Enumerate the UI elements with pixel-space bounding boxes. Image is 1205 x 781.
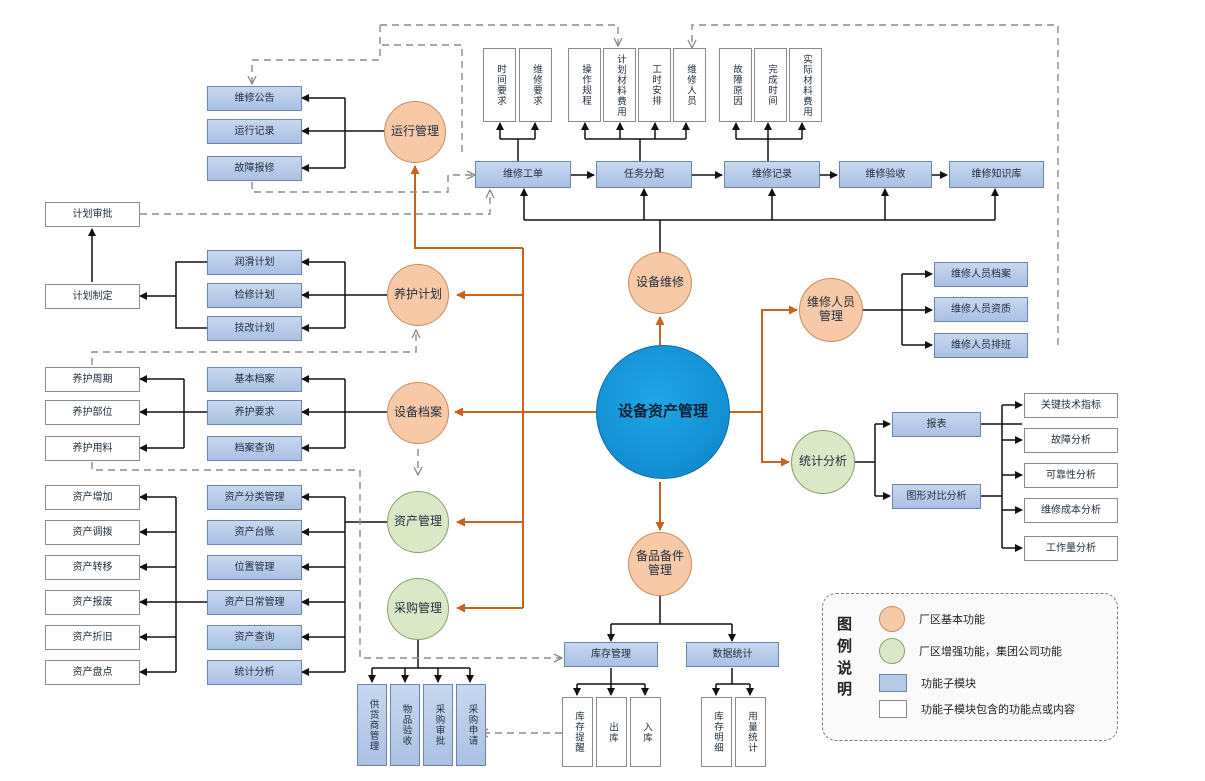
plan-item: 润滑计划 (207, 250, 302, 275)
legend-green-swatch (879, 638, 905, 664)
repair-flow-step: 维修验收 (839, 161, 932, 188)
archive-left-item: 养护周期 (45, 367, 140, 392)
asset-item: 资产日常管理 (207, 590, 302, 615)
module-repair-staff: 维修人员管理 (799, 278, 863, 342)
procurement-item: 物品验收 (390, 684, 420, 766)
module-statistics: 统计分析 (791, 430, 855, 494)
asset-item: 资产分类管理 (207, 485, 302, 510)
repair-flow-step: 维修知识库 (949, 161, 1044, 188)
operation-item: 故障报修 (207, 156, 302, 181)
module-equipment-archive: 设备档案 (387, 382, 449, 444)
repair-flow-step: 维修工单 (475, 161, 571, 188)
archive-item: 基本档案 (207, 367, 302, 392)
module-procurement: 采购管理 (387, 578, 449, 640)
staff-item: 维修人员资质 (934, 297, 1028, 322)
legend-label: 厂区基本功能 (919, 613, 985, 626)
asset-left-item: 资产增加 (45, 485, 140, 510)
plan-item: 检修计划 (207, 283, 302, 308)
assign-item: 工时安排 (638, 48, 671, 122)
legend-row: 厂区基本功能 (879, 606, 985, 632)
legend-label: 厂区增强功能，集团公司功能 (919, 645, 1062, 658)
staff-item: 维修人员档案 (934, 262, 1028, 287)
work-order-item: 时间要求 (483, 48, 516, 122)
legend-title: 图例说明 (837, 615, 853, 699)
repair-flow-step: 任务分配 (596, 161, 692, 188)
asset-item: 位置管理 (207, 555, 302, 580)
operation-item: 维修公告 (207, 86, 302, 111)
module-operation: 运行管理 (384, 101, 446, 163)
inventory-item: 库存提醒 (562, 697, 593, 767)
core-asset-management: 设备资产管理 (596, 345, 730, 479)
legend-row: 厂区增强功能，集团公司功能 (879, 638, 1062, 664)
legend-blue-swatch (879, 674, 907, 692)
procurement-item: 供货商管理 (357, 684, 387, 766)
archive-item: 档案查询 (207, 436, 302, 461)
stats-item: 可靠性分析 (1024, 463, 1118, 488)
inventory-item: 入库 (630, 697, 661, 767)
module-maintenance-plan: 养护计划 (387, 264, 449, 326)
record-item: 实际材料费用 (789, 48, 822, 122)
asset-item: 资产查询 (207, 625, 302, 650)
module-asset-management: 资产管理 (387, 491, 449, 553)
procurement-item: 采购审批 (423, 684, 453, 766)
legend-label: 功能子模块包含的功能点或内容 (921, 703, 1075, 716)
stats-item: 维修成本分析 (1024, 498, 1118, 523)
work-order-item: 维修要求 (519, 48, 552, 122)
repair-flow-step: 维修记录 (724, 161, 820, 188)
asset-left-item: 资产盘点 (45, 660, 140, 685)
legend-white-swatch (879, 700, 907, 718)
asset-left-item: 资产转移 (45, 555, 140, 580)
legend-row: 功能子模块 (879, 674, 976, 692)
module-spare-parts: 备品备件管理 (628, 532, 692, 596)
inventory-item: 出库 (596, 697, 627, 767)
stats-item: 工作量分析 (1024, 536, 1118, 561)
legend: 图例说明 厂区基本功能 厂区增强功能，集团公司功能 功能子模块 功能子模块包含的… (822, 593, 1118, 741)
record-item: 故障原因 (719, 48, 752, 122)
plan-approve: 计划审批 (45, 202, 140, 227)
archive-left-item: 养护用料 (45, 436, 140, 461)
assign-item: 操作规程 (568, 48, 601, 122)
assign-item: 维修人员 (673, 48, 706, 122)
legend-peach-swatch (879, 606, 905, 632)
spare-module: 库存管理 (564, 642, 658, 667)
asset-left-item: 资产折旧 (45, 625, 140, 650)
archive-item: 养护要求 (207, 400, 302, 425)
stats-item: 关键技术指标 (1024, 393, 1118, 418)
staff-item: 维修人员排班 (934, 333, 1028, 358)
asset-item: 统计分析 (207, 660, 302, 685)
plan-item: 技改计划 (207, 316, 302, 341)
plan-make: 计划制定 (45, 284, 140, 309)
legend-row: 功能子模块包含的功能点或内容 (879, 700, 1075, 718)
module-equipment-repair: 设备维修 (628, 252, 692, 314)
stats-item: 故障分析 (1024, 428, 1118, 453)
data-stat-item: 库存明细 (701, 697, 732, 767)
stats-module: 报表 (892, 412, 981, 437)
asset-item: 资产台账 (207, 520, 302, 545)
stats-module: 图形对比分析 (892, 484, 981, 509)
archive-left-item: 养护部位 (45, 400, 140, 425)
data-stat-item: 用量统计 (735, 697, 766, 767)
asset-left-item: 资产调拨 (45, 520, 140, 545)
legend-label: 功能子模块 (921, 677, 976, 690)
record-item: 完成时间 (754, 48, 787, 122)
asset-left-item: 资产报废 (45, 590, 140, 615)
procurement-item: 采购申请 (456, 684, 486, 766)
operation-item: 运行记录 (207, 119, 302, 144)
assign-item: 计划材料费用 (603, 48, 636, 122)
spare-module: 数据统计 (686, 642, 779, 667)
